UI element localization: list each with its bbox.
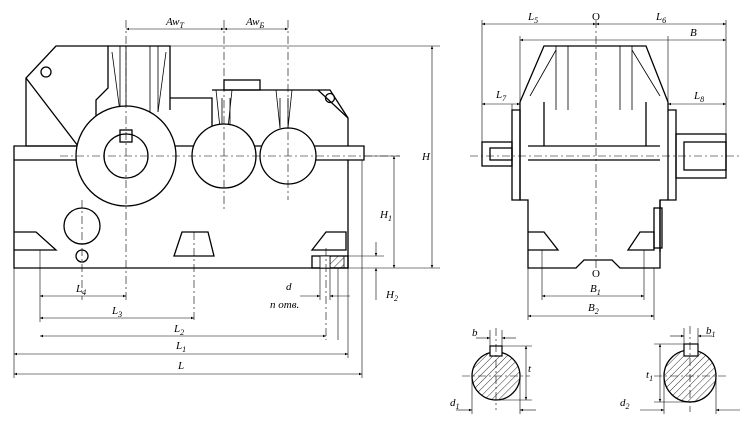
dim-l7-label: L7	[495, 89, 507, 103]
left-shaft	[481, 141, 513, 167]
section-left-d-label: d1	[450, 397, 460, 411]
dim-aw-b-label: AwБ	[245, 16, 264, 30]
front-view: AwT AwБ H H1 H2 d n отв. L4 L3 L2	[13, 16, 440, 378]
shaft-section-right: b1 t1 d2	[620, 325, 740, 414]
dim-b2-label: B2	[588, 302, 599, 316]
section-left-b-label: b	[472, 327, 478, 339]
dim-l1-label: L1	[175, 340, 186, 354]
side-cover-outline	[519, 45, 669, 103]
side-view: L5 O L6 B L7 L8 O B1 B2	[470, 11, 740, 320]
dim-l8-label: L8	[693, 90, 704, 104]
dim-b-label: B	[690, 27, 697, 39]
dim-h2-label: H2	[385, 289, 398, 303]
dim-l2-label: L2	[173, 323, 184, 337]
dim-b1-label: B1	[590, 283, 601, 297]
shaft-section-left: b t d1	[450, 327, 536, 414]
dim-o-bottom-label: O	[592, 268, 600, 280]
dim-l3-label: L3	[111, 305, 122, 319]
dim-n-holes-label: n отв.	[270, 299, 299, 311]
dim-l4-label: L4	[75, 283, 86, 297]
dim-l-label: L	[177, 360, 184, 372]
dim-h-label: H	[421, 151, 431, 163]
section-right-b1-label: b1	[706, 325, 716, 339]
dim-l5-label: L5	[527, 11, 538, 25]
section-left-t-label: t	[528, 363, 532, 375]
dim-aw-t-label: AwT	[165, 16, 184, 30]
section-right-d2-label: d2	[620, 397, 630, 411]
section-right-t1-label: t1	[646, 369, 653, 383]
dim-l6-label: L6	[655, 11, 666, 25]
dim-h1-label: H1	[379, 209, 392, 223]
dim-d-label: d	[286, 281, 292, 293]
dim-o-top-label: O	[592, 11, 600, 23]
side-housing-outline	[519, 102, 669, 269]
